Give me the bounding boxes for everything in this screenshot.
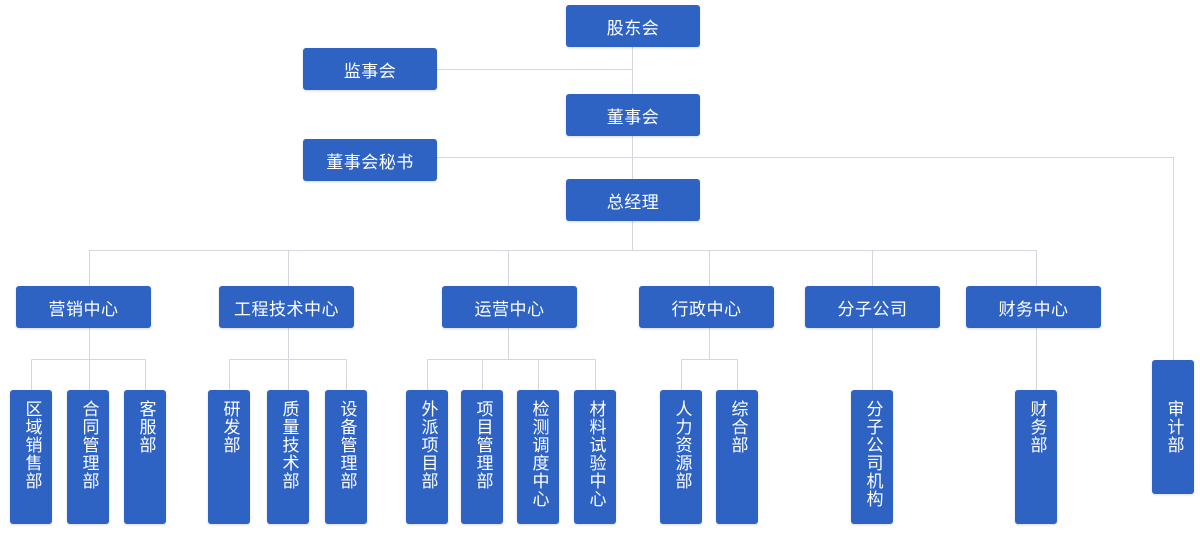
dept-quality-tech-label: 质量技术部 — [278, 400, 299, 490]
dept-human-resources-label: 人力资源部 — [671, 400, 692, 490]
dept-equipment-management-label: 设备管理部 — [336, 400, 357, 490]
dept-rnd[interactable]: 研发部 — [208, 390, 250, 524]
dept-dispatched-projects[interactable]: 外派项目部 — [406, 390, 448, 524]
center-admin-label: 行政中心 — [671, 299, 742, 320]
dept-testing-dispatch-label: 检测调度中心 — [528, 400, 549, 508]
center-operations[interactable]: 运营中心 — [442, 286, 577, 328]
center-finance-label: 财务中心 — [998, 299, 1069, 320]
dept-human-resources[interactable]: 人力资源部 — [660, 390, 702, 524]
center-marketing-label: 营销中心 — [48, 299, 119, 320]
general-manager-box[interactable]: 总经理 — [566, 179, 700, 221]
center-subsidiaries-label: 分子公司 — [837, 299, 908, 320]
dept-audit-label: 审计部 — [1163, 400, 1184, 454]
supervisors-box[interactable]: 监事会 — [303, 48, 437, 90]
dept-contract-management[interactable]: 合同管理部 — [67, 390, 109, 524]
general-manager-label: 总经理 — [606, 192, 660, 213]
center-operations-label: 运营中心 — [474, 299, 545, 320]
dept-audit[interactable]: 审计部 — [1152, 360, 1194, 494]
connector-admin-depts — [681, 327, 738, 391]
dept-contract-management-label: 合同管理部 — [78, 400, 99, 490]
dept-equipment-management[interactable]: 设备管理部 — [325, 390, 367, 524]
dept-regional-sales[interactable]: 区域销售部 — [10, 390, 52, 524]
center-finance[interactable]: 财务中心 — [966, 286, 1101, 328]
dept-project-management[interactable]: 项目管理部 — [461, 390, 503, 524]
center-admin[interactable]: 行政中心 — [639, 286, 774, 328]
shareholders-label: 股东会 — [606, 18, 660, 39]
center-engineering[interactable]: 工程技术中心 — [219, 286, 354, 328]
board-secretary-box[interactable]: 董事会秘书 — [303, 139, 437, 181]
connector-engineering-depts — [229, 327, 347, 391]
dept-testing-dispatch[interactable]: 检测调度中心 — [517, 390, 559, 524]
dept-general-affairs-label: 综合部 — [727, 400, 748, 454]
shareholders-box[interactable]: 股东会 — [566, 5, 700, 47]
center-engineering-label: 工程技术中心 — [234, 299, 339, 320]
dept-finance[interactable]: 财务部 — [1015, 390, 1057, 524]
supervisors-label: 监事会 — [343, 61, 397, 82]
connector-operations-depts — [427, 327, 596, 391]
dept-subsidiary-units[interactable]: 分子公司机构 — [851, 390, 893, 524]
dept-regional-sales-label: 区域销售部 — [21, 400, 42, 490]
dept-quality-tech[interactable]: 质量技术部 — [267, 390, 309, 524]
center-marketing[interactable]: 营销中心 — [16, 286, 151, 328]
dept-materials-testing[interactable]: 材料试验中心 — [574, 390, 616, 524]
connector-secretary-audit — [437, 157, 1174, 361]
dept-customer-service-label: 客服部 — [135, 400, 156, 454]
dept-materials-testing-label: 材料试验中心 — [585, 400, 606, 508]
dept-customer-service[interactable]: 客服部 — [124, 390, 166, 524]
connector-marketing-depts — [31, 327, 146, 391]
center-subsidiaries[interactable]: 分子公司 — [805, 286, 940, 328]
board-box[interactable]: 董事会 — [566, 94, 700, 136]
dept-rnd-label: 研发部 — [219, 400, 240, 454]
dept-project-management-label: 项目管理部 — [472, 400, 493, 490]
dept-general-affairs[interactable]: 综合部 — [716, 390, 758, 524]
dept-dispatched-projects-label: 外派项目部 — [417, 400, 438, 490]
board-secretary-label: 董事会秘书 — [326, 152, 414, 173]
board-label: 董事会 — [606, 107, 660, 128]
dept-finance-label: 财务部 — [1026, 400, 1047, 454]
dept-subsidiary-units-label: 分子公司机构 — [862, 400, 883, 508]
connector-center-drops — [89, 250, 1037, 287]
